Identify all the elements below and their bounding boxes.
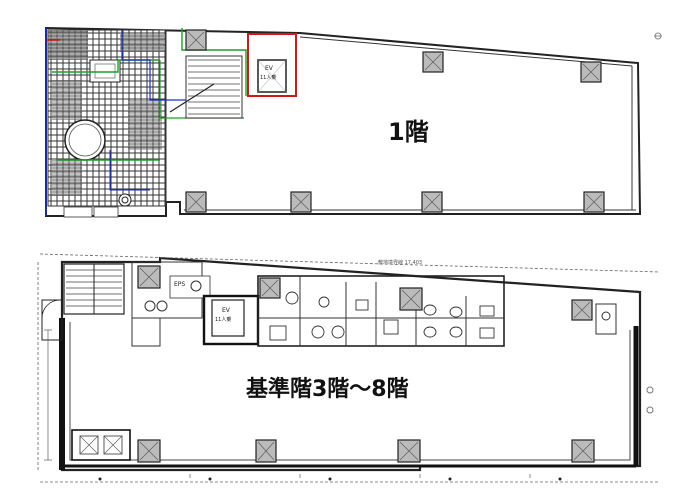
elevator-capacity-1f: 11人乗 [260,75,277,81]
elevator-capacity-standard: 11人乗 [215,317,232,323]
stair-standard-floor [41,263,125,341]
stair-1f [169,55,243,119]
toilet-fixtures [269,291,495,341]
elevator-label-1f: EV [265,65,273,72]
eps-label: EPS [174,281,186,288]
equipment-room [71,429,131,461]
floor-1-label: 1階 [388,118,429,146]
floor-1-plan [45,26,662,218]
round-table [64,119,106,161]
standard-floor-outline [60,256,642,472]
standard-floor-label: 基準階3階～8階 [246,377,409,402]
site-boundary-dimension: 敷地境界線 17,403 [378,260,423,266]
standard-floor-plan [37,253,661,483]
core-rooms-strip [257,275,505,347]
elevator-label-standard: EV [222,307,230,314]
eps-room [169,275,211,299]
elevator-car-standard [211,299,245,337]
